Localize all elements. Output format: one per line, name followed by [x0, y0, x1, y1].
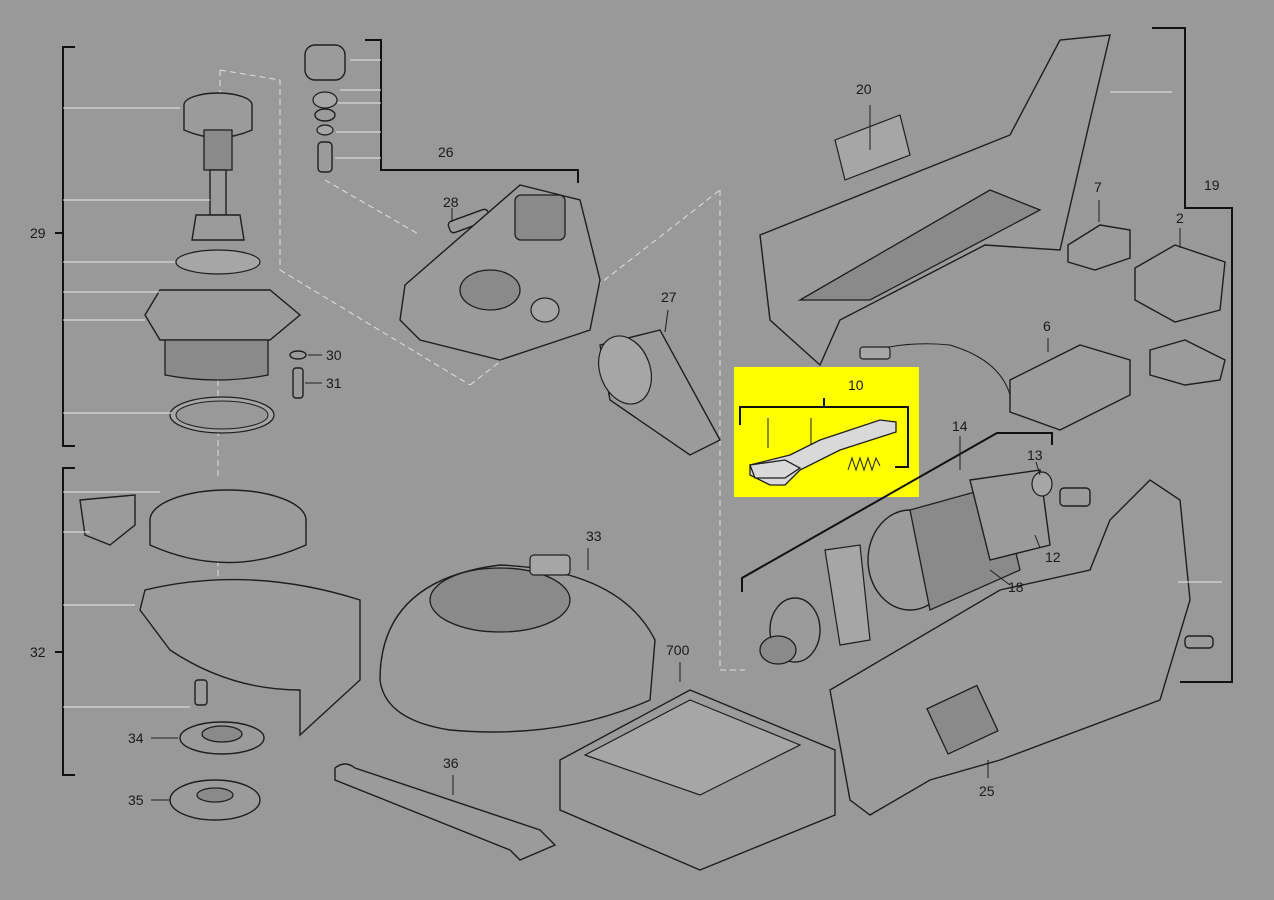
label-700: 700 — [666, 642, 690, 658]
part-6-controller[interactable] — [859, 339, 1226, 431]
part-10-spring[interactable] — [847, 456, 881, 472]
label-28: 28 — [443, 194, 459, 210]
label-6: 6 — [1043, 318, 1051, 334]
label-7: 7 — [1094, 179, 1102, 195]
label-33: 33 — [586, 528, 602, 544]
part-labels: 29 32 30 31 34 35 26 28 27 20 7 19 2 6 1… — [30, 81, 1220, 808]
gear-housing[interactable] — [399, 184, 601, 361]
part-36-lock-wrench[interactable] — [334, 763, 557, 861]
part-26-lock-button-parts[interactable] — [304, 44, 346, 173]
part-33-guard[interactable] — [379, 554, 656, 733]
label-32: 32 — [30, 644, 46, 660]
label-29: 29 — [30, 225, 46, 241]
part-20-label-plate[interactable] — [834, 114, 911, 181]
label-26: 26 — [438, 144, 454, 160]
label-31: 31 — [326, 375, 342, 391]
part-31-screw[interactable] — [292, 367, 304, 399]
part-29-spindle-assembly[interactable] — [144, 92, 302, 434]
label-18: 18 — [1008, 579, 1024, 595]
label-30: 30 — [326, 347, 342, 363]
part-2-switch-cover[interactable] — [1134, 244, 1226, 323]
label-27: 27 — [661, 289, 677, 305]
label-14: 14 — [952, 418, 968, 434]
label-20: 20 — [856, 81, 872, 97]
part-13-bearing[interactable] — [1031, 471, 1091, 507]
label-35: 35 — [128, 792, 144, 808]
label-13: 13 — [1027, 447, 1043, 463]
part-30-washer[interactable] — [289, 350, 307, 360]
leader-lines — [63, 59, 1222, 801]
group-brackets — [55, 27, 1233, 776]
part-27-pinion-shaft[interactable] — [590, 329, 721, 456]
label-36: 36 — [443, 755, 459, 771]
part-25-motor-housing[interactable] — [829, 479, 1214, 816]
part-34-inner-flange[interactable] — [179, 679, 265, 755]
part-35-lock-nut[interactable] — [169, 779, 261, 821]
label-2: 2 — [1176, 210, 1184, 226]
part-12-brush-holder[interactable] — [969, 469, 1051, 561]
label-19: 19 — [1204, 177, 1220, 193]
part-7-switch[interactable] — [1067, 224, 1131, 271]
part-700-battery[interactable] — [559, 689, 836, 871]
part-10-highlight-callout[interactable] — [734, 367, 919, 497]
part-10-slide-lever[interactable] — [749, 419, 897, 486]
label-34: 34 — [128, 730, 144, 746]
part-32-wheel-guard[interactable] — [79, 489, 361, 737]
label-25: 25 — [979, 783, 995, 799]
main-housing-half[interactable] — [759, 34, 1111, 367]
part-14-fan-baffle[interactable] — [759, 544, 871, 665]
label-10: 10 — [848, 377, 864, 393]
label-12: 12 — [1045, 549, 1061, 565]
